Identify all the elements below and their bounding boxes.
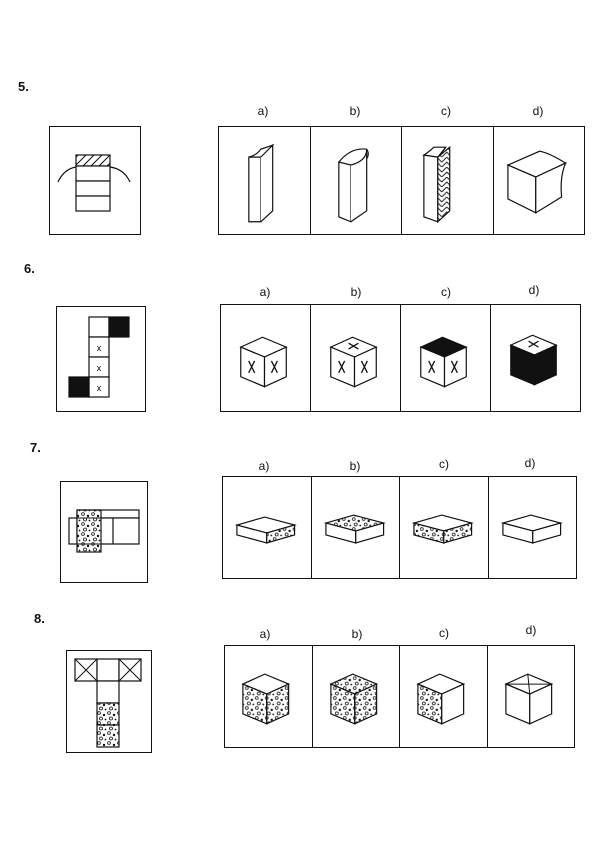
q8-option-b[interactable]: [313, 646, 400, 747]
question-6-net[interactable]: x x x: [56, 306, 146, 412]
question-7-options: [222, 476, 577, 579]
q6-option-c-label: c): [441, 285, 451, 299]
q6-option-a-label: a): [259, 285, 271, 299]
q6-option-b[interactable]: [311, 305, 401, 411]
question-5-number: 5.: [18, 79, 29, 94]
q6-option-d-label: d): [528, 283, 540, 297]
q5-option-c[interactable]: [402, 127, 494, 234]
q5-option-d[interactable]: [494, 127, 585, 234]
q6-option-b-label: b): [350, 285, 362, 299]
q5-option-b[interactable]: [311, 127, 402, 234]
question-6-options: [220, 304, 581, 412]
question-7-number: 7.: [30, 440, 41, 455]
question-8-options: [224, 645, 575, 748]
question-8-net[interactable]: [66, 650, 152, 753]
q7-option-c[interactable]: [400, 477, 489, 578]
q7-option-d[interactable]: [489, 477, 577, 578]
question-7-net[interactable]: [60, 481, 148, 583]
q5-option-a-label: a): [257, 104, 269, 118]
q7-option-c-label: c): [439, 457, 449, 471]
q7-option-a[interactable]: [223, 477, 312, 578]
q8-option-c[interactable]: [400, 646, 488, 747]
q6-option-d[interactable]: [491, 305, 580, 411]
net-mark-x: x: [97, 363, 102, 373]
question-5-options: [218, 126, 585, 235]
question-8-number: 8.: [34, 611, 45, 626]
q6-option-a[interactable]: [221, 305, 311, 411]
q8-option-d-label: d): [525, 623, 537, 637]
q8-option-c-label: c): [439, 626, 449, 640]
q5-option-a[interactable]: [219, 127, 311, 234]
q6-option-c[interactable]: [401, 305, 491, 411]
q8-option-d[interactable]: [488, 646, 575, 747]
q8-option-a[interactable]: [225, 646, 313, 747]
q7-option-a-label: a): [258, 459, 270, 473]
question-6-number: 6.: [24, 261, 35, 276]
q7-option-b[interactable]: [312, 477, 400, 578]
net-mark-x: x: [97, 383, 102, 393]
q8-option-a-label: a): [259, 627, 271, 641]
q5-option-d-label: d): [532, 104, 544, 118]
q7-option-b-label: b): [349, 459, 361, 473]
q8-option-b-label: b): [351, 627, 363, 641]
q5-option-c-label: c): [441, 104, 451, 118]
question-5-net[interactable]: [49, 126, 141, 235]
net-mark-x: x: [97, 343, 102, 353]
q5-option-b-label: b): [349, 104, 361, 118]
q7-option-d-label: d): [524, 456, 536, 470]
